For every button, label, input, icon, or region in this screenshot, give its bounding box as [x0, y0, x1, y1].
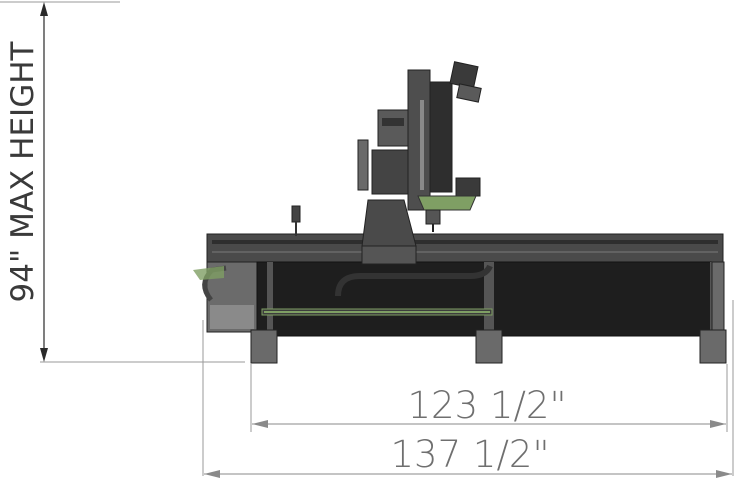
height-arrow-top — [40, 2, 48, 16]
leg-right — [699, 329, 727, 364]
width-dimensions: 123 1/2" 137 1/2" — [202, 300, 734, 478]
machine-table — [193, 233, 727, 364]
max-height-label: 94" MAX HEIGHT — [5, 40, 41, 302]
overall-width-label: 137 1/2" — [391, 433, 550, 476]
inner-width-label: 123 1/2" — [408, 384, 567, 427]
gantry-assembly — [291, 61, 482, 265]
height-dimension: 94" MAX HEIGHT — [0, 1, 245, 363]
leg-left — [250, 329, 278, 364]
leg-middle — [475, 329, 503, 364]
height-arrow-bottom — [40, 348, 48, 362]
